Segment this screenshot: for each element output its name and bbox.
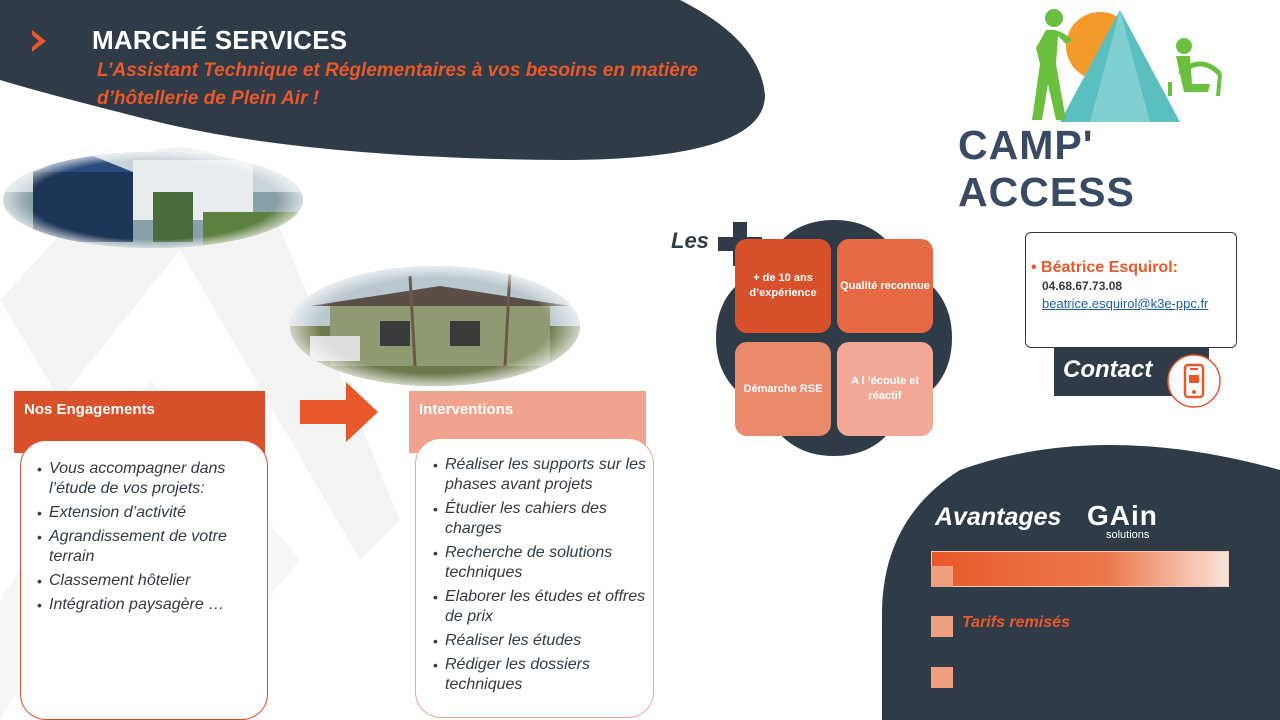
list-item: Réaliser les supports sur les phases ava…	[433, 455, 647, 495]
contact-label: Contact	[1063, 356, 1153, 383]
chevron-right-icon	[32, 30, 46, 52]
bullet-square	[931, 616, 953, 637]
tile-quality: Qualité reconnue	[837, 239, 933, 333]
list-item: Classement hôtelier	[37, 571, 259, 591]
list-item: Elaborer les études et offres de prix	[433, 587, 647, 627]
interventions-card: Réaliser les supports sur les phases ava…	[415, 438, 654, 718]
avantage-item-2: Tarifs remisés	[962, 614, 1070, 631]
list-item: Agrandissement de votre terrain	[37, 527, 259, 567]
bullet-square	[931, 667, 953, 688]
caravan-photo	[3, 152, 303, 248]
contact-phone[interactable]: 04.68.67.73.08	[1042, 279, 1123, 293]
list-item: Étudier les cahiers des charges	[433, 499, 647, 539]
logo-text: CAMP' ACCESS	[958, 122, 1135, 215]
interventions-title: Interventions	[419, 401, 514, 418]
tile-experience: + de 10 ans d’expérience	[735, 239, 831, 333]
arrow-right-icon	[300, 382, 378, 442]
page-subtitle: L’Assistant Technique et Réglementaires …	[97, 57, 767, 113]
list-item: Recherche de solutions techniques	[433, 543, 647, 583]
tile-listening: A l ’écoute et réactif	[837, 342, 933, 436]
chalet-photo	[290, 266, 580, 386]
subtitle-line-1: L’Assistant Technique et Réglementaires …	[97, 60, 698, 81]
gain-logo-sub: solutions	[1106, 529, 1150, 541]
engagements-card: Vous accompagner dans l’étude de vos pro…	[20, 440, 268, 720]
list-item: Vous accompagner dans l’étude de vos pro…	[37, 459, 259, 499]
contact-card	[1025, 232, 1237, 348]
list-item: Réaliser les études	[433, 631, 647, 651]
avantages-highlight-bar	[931, 551, 1229, 587]
contact-name-text: Béatrice Esquirol:	[1041, 259, 1178, 276]
list-item: Rédiger les dossiers techniques	[433, 655, 647, 695]
list-item: Intégration paysagère …	[37, 595, 259, 615]
header-blob	[0, 0, 765, 160]
avantages-title: Avantages	[935, 503, 1062, 531]
camp-access-logo	[1032, 9, 1222, 122]
engagements-title: Nos Engagements	[24, 401, 155, 418]
les-label: Les	[671, 228, 709, 253]
contact-email-link[interactable]: beatrice.esquirol@k3e-ppc.fr	[1042, 296, 1209, 311]
contact-name: • Béatrice Esquirol:	[1031, 259, 1178, 276]
mobile-phone-icon[interactable]	[1166, 353, 1222, 409]
page-title: MARCHÉ SERVICES	[92, 25, 348, 55]
engagements-list: Vous accompagner dans l’étude de vos pro…	[37, 459, 259, 619]
gain-logo: GAin	[1087, 500, 1158, 531]
bullet-square	[931, 566, 953, 587]
tile-rse: Démarche RSE	[735, 342, 831, 436]
subtitle-line-2: d’hôtellerie de Plein Air !	[97, 88, 320, 109]
list-item: Extension d’activité	[37, 503, 259, 523]
interventions-list: Réaliser les supports sur les phases ava…	[433, 455, 647, 699]
